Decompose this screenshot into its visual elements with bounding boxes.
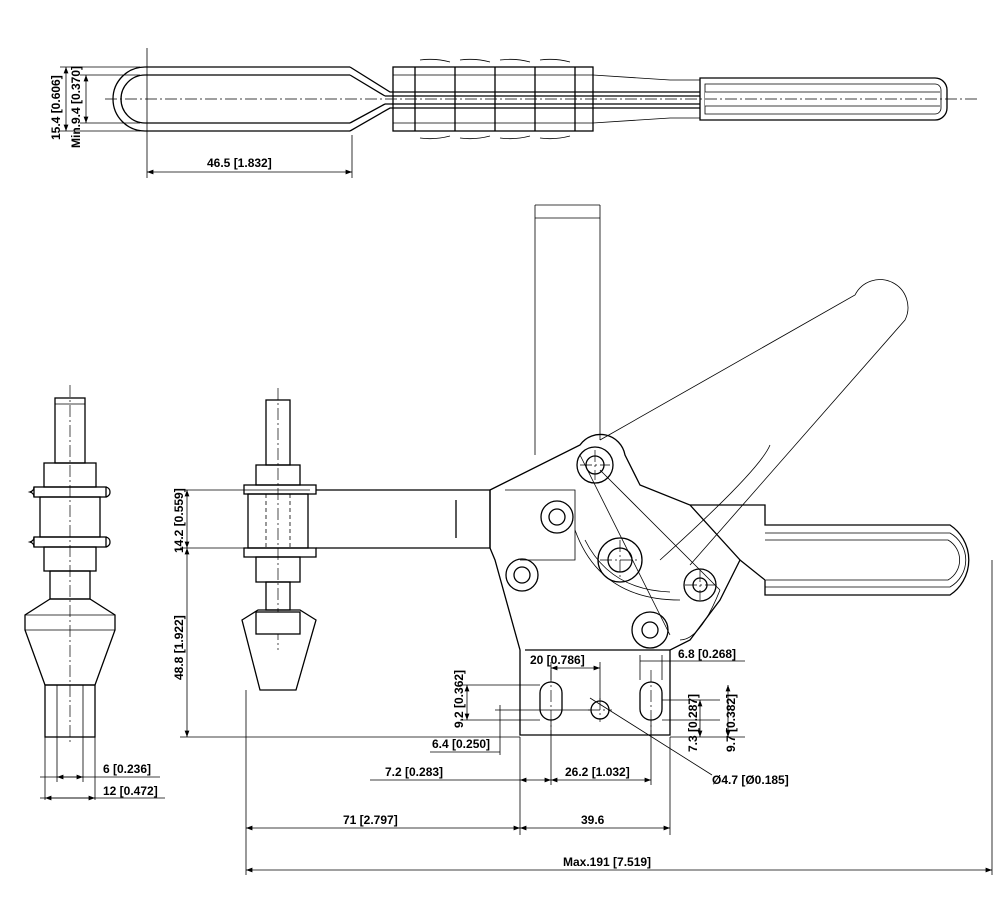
side-view-spindle — [24, 385, 165, 801]
top-view-handle — [60, 48, 980, 178]
dim-spindle-dia: 6 [0.236] — [103, 762, 151, 776]
dim-slot-vertical: 9.2 [0.362] — [452, 670, 466, 728]
dim-spindle-reach: 71 [2.797] — [343, 813, 398, 827]
dim-slot-h1: 7.3 [0.287] — [686, 694, 700, 752]
front-view-dimensions — [180, 489, 993, 875]
dim-slot-h2: 9.7 [0.382] — [724, 694, 738, 752]
dim-top-min-gap: Min.9.4 [0.370] — [69, 66, 83, 148]
dim-foot-dia: 12 [0.472] — [103, 784, 158, 798]
dim-clamp-height: 48.8 [1.922] — [172, 615, 186, 680]
front-view-clamp — [241, 204, 970, 736]
dim-max-length: Max.191 [7.519] — [563, 855, 651, 869]
dim-slot-offset: 6.4 [0.250] — [432, 737, 490, 751]
dim-hole-spacing: 26.2 [1.032] — [565, 765, 630, 779]
dim-base-offset: 7.2 [0.283] — [385, 765, 443, 779]
dim-slot-spacing: 20 [0.786] — [530, 653, 585, 667]
dim-bar-height: 14.2 [0.559] — [172, 488, 186, 553]
dim-base-length: 39.6 — [581, 813, 605, 827]
dim-top-width: 46.5 [1.832] — [207, 156, 272, 170]
dim-hole-dia: Ø4.7 [Ø0.185] — [712, 773, 789, 787]
dim-top-height: 15.4 [0.606] — [49, 75, 63, 140]
dim-slot-width-right: 6.8 [0.268] — [678, 647, 736, 661]
